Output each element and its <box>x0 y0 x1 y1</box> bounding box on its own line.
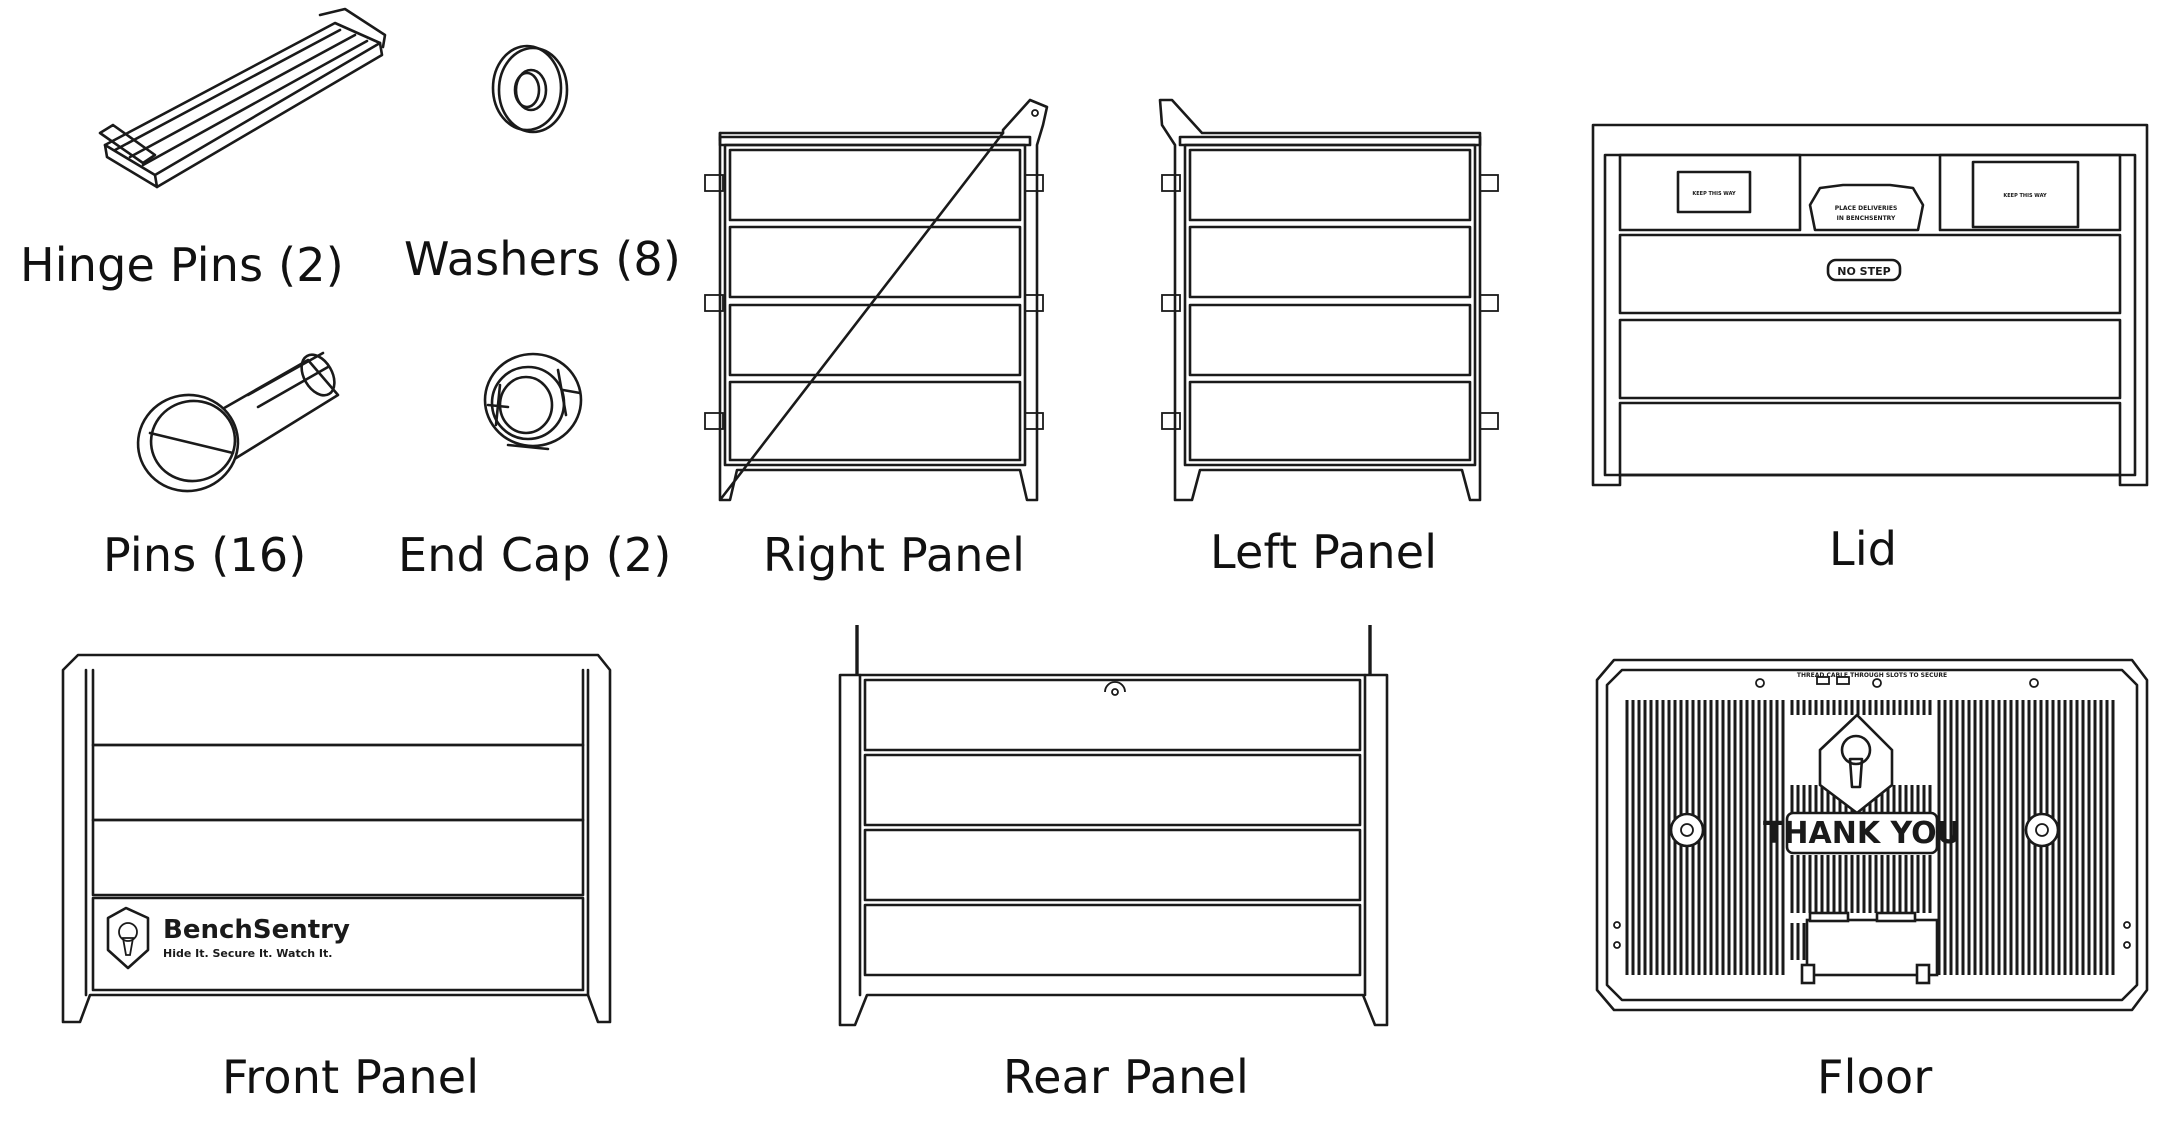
hinge-pins-label: Hinge Pins (2) <box>20 238 344 292</box>
front-panel-drawing: BenchSentry Hide It. Secure It. Watch It… <box>58 650 618 1035</box>
lid-notice-line2: IN BENCHSENTRY <box>1837 215 1896 222</box>
front-logo-tagline: Hide It. Secure It. Watch It. <box>163 947 332 960</box>
lid-no-step-text: NO STEP <box>1837 265 1890 278</box>
left-panel-label: Left Panel <box>1210 525 1438 579</box>
end-cap-label: End Cap (2) <box>398 528 672 582</box>
floor-label: Floor <box>1817 1050 1933 1104</box>
pin-drawing <box>128 345 348 500</box>
rear-panel-drawing <box>835 620 1395 1030</box>
floor-drawing: THANK YOU THREAD CABLE THROUGH SLOTS TO … <box>1592 655 2152 1020</box>
floor-thank-you-text: THANK YOU <box>1763 816 1961 851</box>
lid-label: Lid <box>1829 522 1898 576</box>
lid-plate-left-text: KEEP THIS WAY <box>1692 191 1736 197</box>
washers-label: Washers (8) <box>404 232 682 286</box>
rear-panel-label: Rear Panel <box>1003 1050 1250 1104</box>
front-logo-brand: BenchSentry <box>163 915 350 945</box>
lid-drawing: KEEP THIS WAY KEEP THIS WAY PLACE DELIVE… <box>1585 120 2155 495</box>
hinge-pins-drawing <box>95 5 395 195</box>
front-panel-label: Front Panel <box>222 1050 480 1104</box>
pins-label: Pins (16) <box>103 528 307 582</box>
left-panel-drawing <box>1140 95 1510 510</box>
end-cap-drawing <box>478 345 588 455</box>
floor-top-strip-text: THREAD CABLE THROUGH SLOTS TO SECURE <box>1797 672 1947 679</box>
right-panel-label: Right Panel <box>763 528 1026 582</box>
lid-notice-line1: PLACE DELIVERIES <box>1835 205 1898 212</box>
washer-drawing <box>485 38 575 138</box>
right-panel-drawing <box>695 95 1055 510</box>
lid-plate-right-text: KEEP THIS WAY <box>2003 193 2047 199</box>
